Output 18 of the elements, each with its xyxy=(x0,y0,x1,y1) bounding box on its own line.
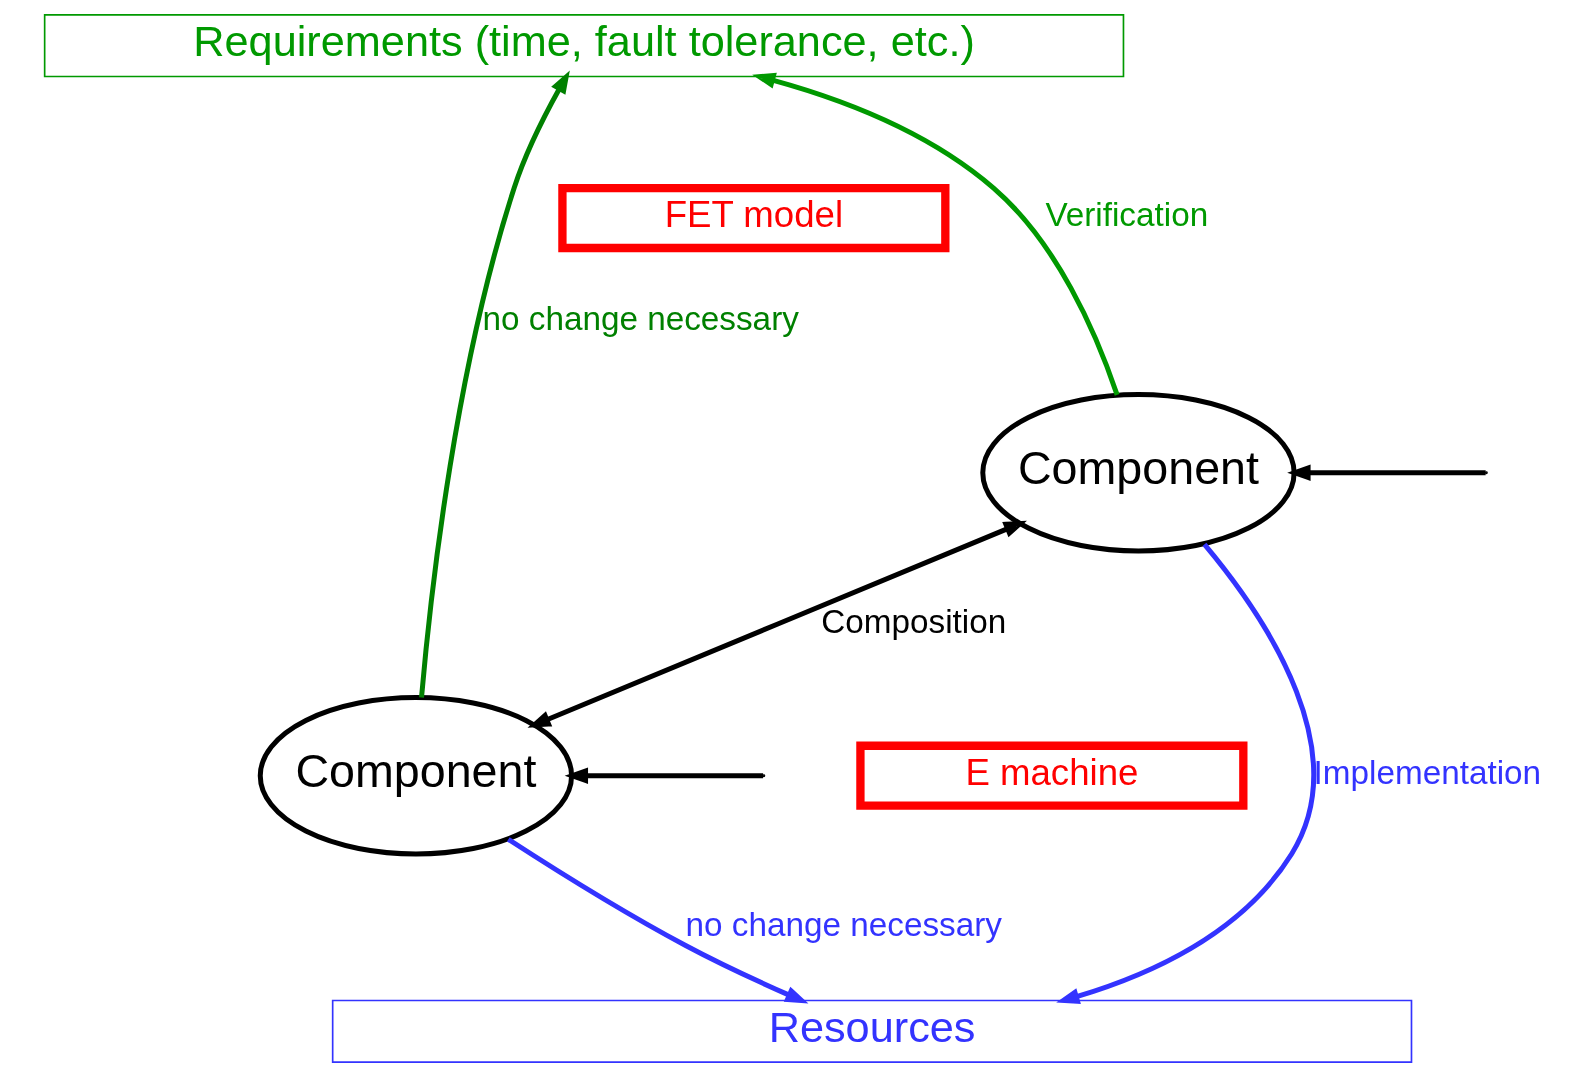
edge-label: no change necessary xyxy=(685,905,1002,943)
node-ellipse: Component xyxy=(257,695,575,857)
node-box: FET model xyxy=(558,183,950,253)
node-box: Requirements (time, fault tolerance, etc.) xyxy=(43,14,1125,78)
edge-label: no change necessary xyxy=(482,299,799,337)
arrow xyxy=(506,837,809,1004)
arrow xyxy=(1056,542,1316,1004)
node-box: Resources xyxy=(331,999,1413,1063)
node-box: E machine xyxy=(856,741,1248,810)
arrow xyxy=(1287,464,1486,481)
edge-label: Implementation xyxy=(1313,754,1542,792)
arrow xyxy=(752,72,1120,396)
arrow xyxy=(527,520,1027,728)
edge-label: Verification xyxy=(1045,196,1209,234)
node-ellipse: Component xyxy=(980,392,1297,554)
arrow xyxy=(564,767,764,784)
arrow xyxy=(419,70,570,698)
edge-label: Composition xyxy=(821,602,1007,640)
